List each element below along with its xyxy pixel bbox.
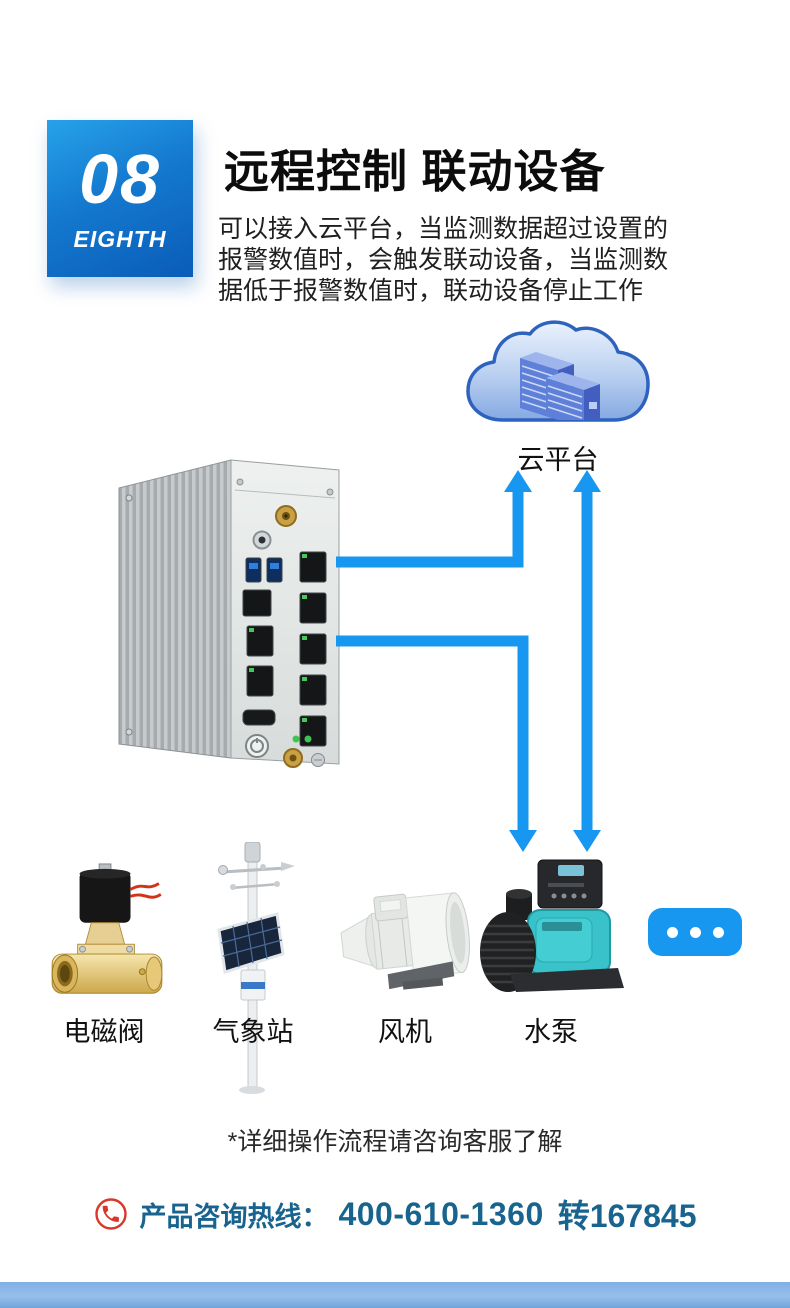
description-line: 据低于报警数值时，联动设备停止工作 bbox=[218, 277, 644, 305]
cloud-server-icon bbox=[462, 316, 654, 438]
section-number-badge: 08 EIGHTH bbox=[47, 120, 193, 277]
hotline-number: 400-610-1360 bbox=[338, 1195, 544, 1232]
ellipsis-dot bbox=[712, 926, 724, 938]
phone-icon bbox=[93, 1196, 129, 1232]
water-pump-image bbox=[478, 858, 628, 1005]
ellipsis-dots bbox=[666, 926, 724, 938]
ellipsis-dot bbox=[666, 926, 678, 938]
hotline-ext: 转167845 bbox=[557, 1198, 697, 1234]
hotline-footer: 产品咨询热线： 400-610-1360 转167845 bbox=[0, 1192, 790, 1236]
description: 可以接入云平台，当监测数据超过设置的 报警数值时，会触发联动设备，当监测数 据低… bbox=[218, 214, 668, 307]
ellipsis-dot bbox=[689, 926, 701, 938]
page-title: 远程控制 联动设备 bbox=[224, 146, 606, 197]
description-line: 可以接入云平台，当监测数据超过设置的 bbox=[218, 215, 669, 243]
hotline-label: 产品咨询热线： bbox=[139, 1201, 329, 1232]
weather-station-image bbox=[203, 841, 303, 1099]
note-text: *详细操作流程请咨询客服了解 bbox=[227, 1128, 563, 1156]
cloud-label: 云平台 bbox=[517, 445, 599, 475]
device-label-pump: 水泵 bbox=[524, 1017, 578, 1047]
device-label-weather: 气象站 bbox=[212, 1017, 294, 1047]
description-line: 报警数值时，会触发联动设备，当监测数 bbox=[218, 246, 669, 274]
duct-fan-image bbox=[338, 882, 476, 999]
more-devices-pill bbox=[648, 908, 742, 956]
badge-number: 08 bbox=[79, 140, 161, 218]
device-label-fan: 风机 bbox=[378, 1017, 432, 1047]
badge-word: EIGHTH bbox=[73, 226, 167, 252]
bottom-divider-bar bbox=[0, 1282, 790, 1308]
device-label-valve: 电磁阀 bbox=[63, 1017, 145, 1047]
solenoid-valve-image bbox=[48, 862, 166, 1009]
industrial-gateway-image bbox=[115, 452, 343, 774]
